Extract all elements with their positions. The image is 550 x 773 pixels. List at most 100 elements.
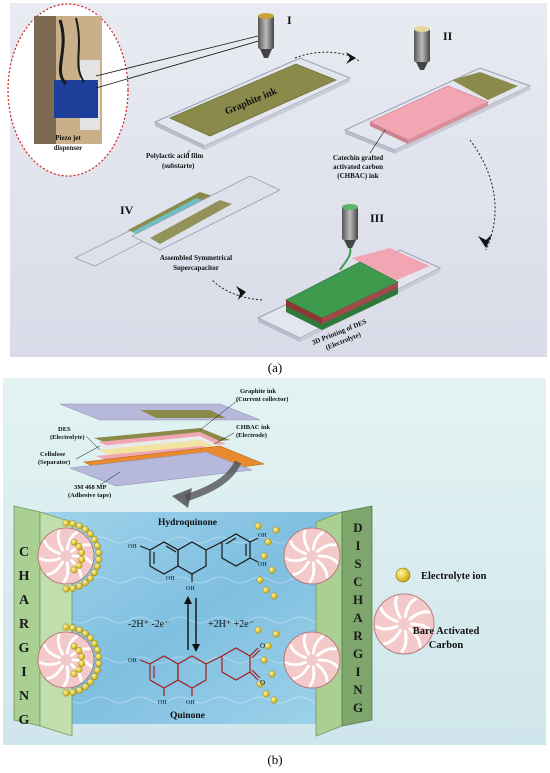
electrolyte-ion	[69, 584, 77, 592]
dispenser-label-line1: Piezo jet	[55, 134, 81, 142]
electrolyte-ion	[256, 680, 264, 688]
discharging-letter: H	[353, 592, 363, 607]
discharging-letter: G	[353, 646, 363, 661]
electrolyte-ion	[93, 562, 101, 570]
stage-4-numeral: IV	[120, 203, 134, 217]
electrolyte-ion	[270, 696, 278, 704]
electrolyte-ion	[76, 686, 83, 694]
electrolyte-ion	[81, 683, 89, 691]
discharging-letter: S	[354, 556, 361, 571]
oh-label: OH	[158, 700, 167, 706]
hydroquinone-structure	[139, 533, 259, 582]
electrolyte-ion	[76, 582, 83, 590]
electrolyte-ion	[70, 538, 78, 546]
electrolyte-ions	[62, 519, 280, 704]
discharging-letter: I	[355, 538, 360, 553]
legend-carbon-label-line2: Carbon	[429, 640, 464, 651]
pla-label-line2: (substarte)	[162, 162, 195, 170]
electrolyte-ion	[91, 569, 98, 576]
dispenser-label-line2: dispenser	[54, 144, 82, 152]
chbac-visible-3	[352, 248, 430, 282]
cellulose-stack-label-1: Cellulose	[40, 451, 65, 458]
chbac-stack-label-2: (Electrode)	[236, 432, 267, 439]
electrolyte-ion	[270, 592, 278, 600]
graphite-stack-label-2: (Current collector)	[236, 396, 288, 403]
electrolyte-ion	[256, 576, 264, 584]
chbac-label-line3: (CHBAC) ink	[337, 172, 379, 180]
electrolyte-ion	[78, 549, 86, 557]
caption-b: (b)	[267, 752, 283, 767]
pla-label-line1: Polylactic acid film	[146, 152, 203, 160]
electrolyte-ion	[62, 623, 70, 631]
electrolyte-ion	[91, 673, 98, 680]
stage-2-numeral: II	[443, 29, 453, 43]
charging-letter: H	[19, 569, 30, 584]
discharging-letters: D I S C H A R G I N G	[353, 520, 363, 715]
discharging-letter: C	[353, 574, 362, 589]
stack-bottom-film	[69, 451, 253, 487]
stage-1-numeral: I	[287, 13, 292, 27]
electrolyte-ion	[81, 579, 89, 587]
electrolyte-ion	[81, 629, 89, 637]
electrolyte-ion	[87, 574, 94, 582]
charging-letter: C	[19, 545, 29, 560]
discharging-letter: G	[353, 700, 363, 715]
oh-label: OH	[128, 544, 137, 550]
electrolyte-ion	[262, 586, 270, 594]
electrolyte-ion	[75, 666, 83, 673]
panel-b: Graphite ink (Current collector) CHBAC i…	[3, 378, 546, 745]
carbon-particle-charged	[37, 631, 95, 689]
quinone-label: Quinone	[170, 711, 205, 721]
electrolyte-ion	[87, 678, 94, 686]
electrolyte-ion	[76, 522, 83, 530]
zoom-arrow	[184, 460, 242, 502]
stage-3-numeral: III	[370, 211, 384, 225]
legend-ion-icon	[395, 567, 411, 583]
electrolyte-ion	[95, 556, 103, 563]
oh-label: OH	[258, 533, 267, 539]
electrolyte-ion	[264, 642, 272, 650]
tape-stack-label-2: (Adhesive tape)	[68, 492, 111, 499]
electrolyte-ion	[272, 526, 280, 534]
electrolyte-ion	[87, 530, 94, 538]
electrolyte-ion	[62, 519, 70, 527]
oh-label: OH	[128, 658, 137, 664]
caption-a: (a)	[267, 360, 283, 375]
dispenser-inset: Piezo jet dispenser	[7, 3, 263, 177]
electrolyte-ion	[268, 566, 276, 574]
tape-stack-label-1: 3M 468 MP	[74, 484, 107, 491]
assembled-label-line1: Assembled Symmetrical	[160, 254, 232, 262]
carbon-particle-charged	[37, 527, 95, 585]
chbac-stack-label-1: CHBAC ink	[236, 424, 271, 431]
electrolyte-ion	[70, 566, 78, 574]
electrolyte-ion	[78, 653, 86, 661]
electrolyte-ion	[95, 660, 103, 667]
discharging-letter: I	[355, 664, 360, 679]
electrolyte-ion	[264, 538, 272, 546]
electrolyte-ion	[75, 647, 83, 654]
arrow-3-to-4	[211, 279, 263, 301]
electrolyte-ion	[75, 543, 83, 550]
electrolyte-ion	[260, 656, 268, 664]
oh-label: OH	[258, 562, 267, 568]
electrolyte-ion	[262, 690, 270, 698]
electrolyte-ion	[272, 630, 280, 638]
electrolyte-ion	[91, 640, 98, 647]
electrolyte-ion	[95, 549, 103, 556]
electrolyte-ion	[70, 670, 78, 678]
charging-letters: C H A R G I N G	[19, 545, 30, 728]
o-label: O	[260, 642, 265, 650]
o-label: O	[260, 679, 265, 687]
charging-letter: I	[21, 665, 26, 680]
discharging-letter: A	[353, 610, 363, 625]
exploded-stack: Graphite ink (Current collector) CHBAC i…	[38, 388, 288, 499]
charging-letter: G	[19, 713, 30, 728]
cellulose-stack-label-2: (Separator)	[38, 459, 70, 466]
assembled-label-line2: Supercapacitor	[173, 264, 219, 272]
stage-4-assembled: IV Assembled Symmetrical Supercapacitor	[74, 175, 281, 272]
legend: Electrolyte ion Bare Activated Carbon	[373, 567, 487, 655]
discharging-letter: N	[353, 682, 363, 697]
charging-letter: G	[19, 641, 30, 656]
oh-label: OH	[186, 700, 195, 706]
legend-carbon-particle	[373, 593, 435, 655]
